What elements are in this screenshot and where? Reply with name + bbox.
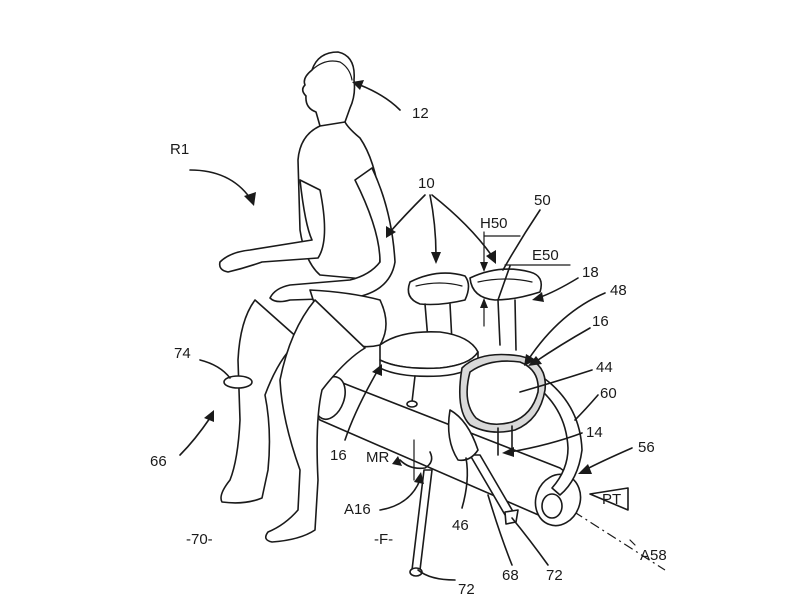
leg-72-left <box>410 470 432 576</box>
label-74: 74 <box>174 345 191 362</box>
label-12: 12 <box>412 105 429 122</box>
label-68: 68 <box>502 567 519 584</box>
label-50: 50 <box>534 192 551 209</box>
seat-74 <box>224 376 252 388</box>
label-a58: A58 <box>640 547 667 564</box>
label-r1: R1 <box>170 141 189 158</box>
backrest-18 <box>470 269 541 350</box>
label-18: 18 <box>582 264 599 281</box>
label-44: 44 <box>596 359 613 376</box>
label-mr: MR <box>366 449 389 466</box>
label-56: 56 <box>638 439 655 456</box>
label-46: 46 <box>452 517 469 534</box>
label-16-right: 16 <box>592 313 609 330</box>
label-pt: PT <box>602 491 621 508</box>
label-h50: H50 <box>480 215 508 232</box>
label-f: -F- <box>374 531 393 548</box>
label-a16: A16 <box>344 501 371 518</box>
label-48: 48 <box>610 282 627 299</box>
label-66: 66 <box>150 453 167 470</box>
label-e50: E50 <box>532 247 559 264</box>
person-12 <box>220 52 395 542</box>
label-14: 14 <box>586 424 603 441</box>
label-70: -70- <box>186 531 213 548</box>
label-72-left: 72 <box>458 581 475 598</box>
label-16-left: 16 <box>330 447 347 464</box>
label-72-right: 72 <box>546 567 563 584</box>
label-10: 10 <box>418 175 435 192</box>
label-60: 60 <box>600 385 617 402</box>
